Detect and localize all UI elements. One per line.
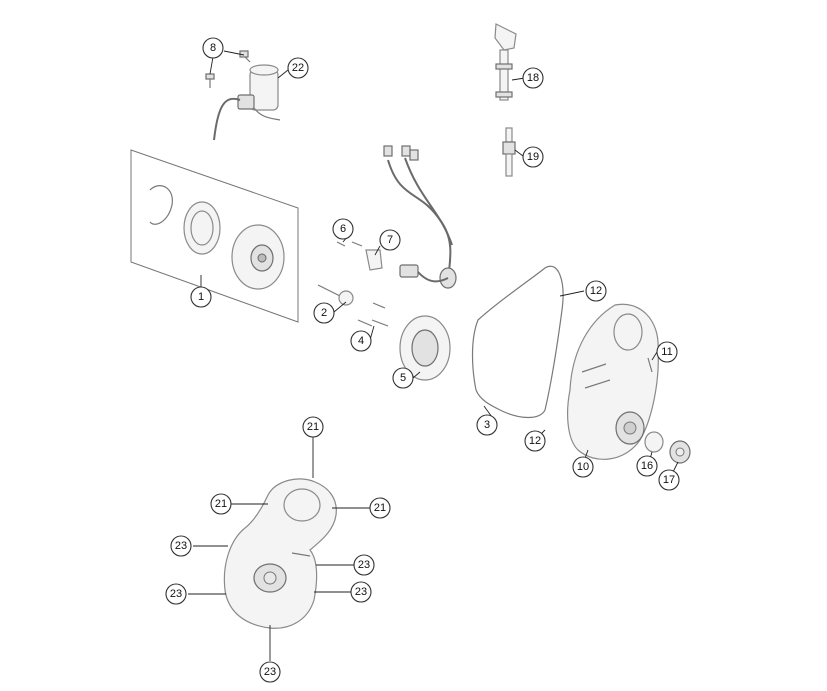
callout-16: 16 [636, 455, 658, 477]
cover-gasket [471, 265, 564, 419]
callout-7: 7 [379, 229, 401, 251]
callout-12-lower: 12 [524, 430, 546, 452]
callout-label: 2 [321, 307, 327, 319]
callout-23-bottom: 23 [259, 661, 281, 683]
callout-label: 22 [292, 62, 304, 74]
callout-label: 4 [358, 335, 364, 347]
callout-label: 23 [355, 586, 367, 598]
ignition-coil [213, 64, 281, 141]
callout-17: 17 [658, 469, 680, 491]
callout-label: 3 [484, 419, 490, 431]
callout-1: 1 [190, 286, 212, 308]
callout-label: 23 [358, 559, 370, 571]
callout-5: 5 [392, 367, 414, 389]
callout-label: 12 [590, 285, 602, 297]
callout-label: 19 [527, 151, 539, 163]
callout-label: 16 [641, 460, 653, 472]
callout-12-upper: 12 [585, 280, 607, 302]
callout-label: 21 [215, 498, 227, 510]
callout-label: 12 [529, 435, 541, 447]
callout-label: 17 [663, 474, 675, 486]
callout-label: 1 [198, 291, 204, 303]
callout-label: 8 [210, 42, 216, 54]
cover-small-parts [644, 357, 691, 464]
callout-19: 19 [522, 146, 544, 168]
callout-23-lower-left: 23 [165, 583, 187, 605]
callout-10: 10 [572, 456, 594, 478]
stator [383, 145, 457, 381]
callout-label: 23 [264, 666, 276, 678]
callout-23-upper-left: 23 [170, 535, 192, 557]
callout-2: 2 [313, 302, 335, 324]
callout-label: 21 [307, 421, 319, 433]
callout-21-left: 21 [210, 493, 232, 515]
callout-22: 22 [287, 57, 309, 79]
spark-plug-connector [494, 23, 517, 101]
spark-plug [502, 127, 516, 177]
flywheel-assembly [130, 149, 299, 323]
callout-label: 5 [400, 372, 406, 384]
callout-label: 11 [661, 346, 672, 358]
callout-label: 10 [577, 461, 589, 473]
callout-11: 11 [656, 341, 678, 363]
callout-label: 18 [527, 72, 539, 84]
callout-23-lower-right: 23 [350, 581, 372, 603]
callout-4: 4 [350, 330, 372, 352]
callout-label: 21 [374, 502, 386, 514]
callout-label: 23 [170, 588, 182, 600]
generator-cover-outside [223, 478, 337, 629]
callout-21-top: 21 [302, 416, 324, 438]
callout-21-right: 21 [369, 497, 391, 519]
bolts-and-bracket [317, 241, 419, 327]
callout-label: 7 [387, 234, 393, 246]
callout-label: 23 [175, 540, 187, 552]
callout-18: 18 [522, 67, 544, 89]
callout-6: 6 [332, 218, 354, 240]
ignition-cover [567, 303, 659, 460]
callout-23-upper-right: 23 [353, 554, 375, 576]
callout-label: 6 [340, 223, 346, 235]
callout-3: 3 [476, 414, 498, 436]
callout-8: 8 [202, 37, 224, 59]
